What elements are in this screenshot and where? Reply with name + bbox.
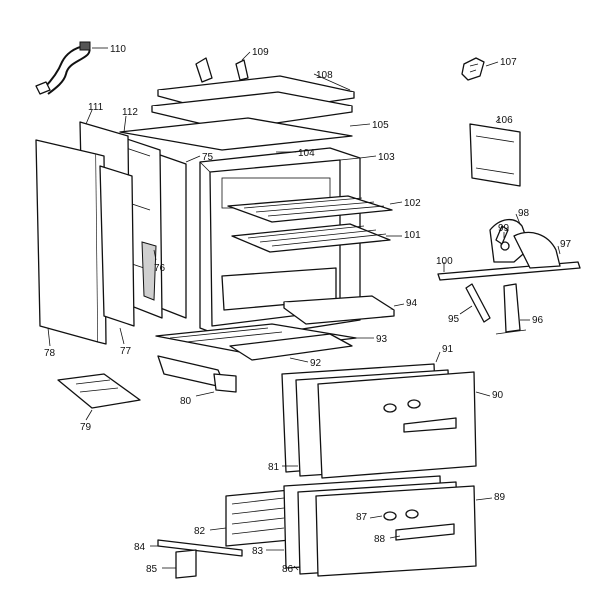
- callout-91: 91: [442, 344, 454, 355]
- broiler-pan-part: [283, 295, 395, 325]
- cooktop-panel-part: [151, 75, 355, 131]
- callout-108: 108: [316, 70, 333, 81]
- callout-98: 98: [518, 208, 530, 219]
- storage-drawer-part: [225, 475, 477, 577]
- oven-rack-upper-part: [227, 195, 393, 223]
- callout-82: 82: [194, 526, 206, 537]
- callout-101: 101: [404, 230, 421, 241]
- callout-104: 104: [298, 148, 315, 159]
- callout-83: 83: [252, 546, 264, 557]
- hinge-spring-part: [465, 283, 491, 323]
- callout-78: 78: [44, 348, 56, 359]
- callout-88: 88: [374, 534, 386, 545]
- hinge-bracket-part: [461, 57, 485, 81]
- callout-100: 100: [436, 256, 453, 267]
- callout-89: 89: [494, 492, 506, 503]
- callout-labels: 110 109 108 107 111 112 105 106 75 104 1…: [44, 44, 572, 575]
- callout-112: 112: [122, 107, 138, 118]
- oven-door-part: [281, 363, 477, 479]
- side-insulation-part: [141, 241, 157, 301]
- callout-77: 77: [120, 346, 132, 357]
- callout-105: 105: [372, 120, 389, 131]
- drawer-support-part: [229, 333, 353, 361]
- callout-93: 93: [376, 334, 388, 345]
- callout-96: 96: [532, 315, 544, 326]
- callout-79: 79: [80, 422, 92, 433]
- callout-110: 110: [110, 44, 126, 55]
- callout-76: 76: [154, 263, 166, 274]
- hinge-assembly-part: [437, 219, 581, 281]
- callout-84: 84: [134, 542, 146, 553]
- rear-bracket-part: [469, 123, 521, 187]
- callout-94: 94: [406, 298, 418, 309]
- callout-90: 90: [492, 390, 504, 401]
- callout-86: 86: [282, 564, 294, 575]
- callout-81: 81: [268, 462, 280, 473]
- callout-109: 109: [252, 47, 269, 58]
- callout-80: 80: [180, 396, 192, 407]
- base-plate-part: [57, 373, 141, 409]
- outer-side-panel-part: [35, 139, 107, 345]
- callout-87: 87: [356, 512, 368, 523]
- callout-103: 103: [378, 152, 395, 163]
- callout-107: 107: [500, 57, 517, 68]
- power-cord-part: [35, 41, 91, 95]
- callout-111: 111: [88, 102, 104, 113]
- callout-92: 92: [310, 358, 322, 369]
- callout-85: 85: [146, 564, 158, 575]
- hinge-lever-part: [495, 283, 527, 335]
- drawer-bracket-part: [175, 549, 197, 579]
- callout-99: 99: [498, 223, 510, 234]
- leader-lines: [47, 47, 561, 571]
- callout-97: 97: [560, 239, 572, 250]
- side-trim-part: [99, 165, 135, 327]
- callout-75: 75: [202, 152, 214, 163]
- oven-rack-lower-part: [231, 223, 391, 253]
- drawer-slide-part: [157, 539, 243, 557]
- callout-95: 95: [448, 314, 460, 325]
- callout-106: 106: [496, 115, 513, 126]
- callout-102: 102: [404, 198, 421, 209]
- kick-panel-part: [157, 355, 237, 393]
- top-bracket-part: [195, 57, 249, 83]
